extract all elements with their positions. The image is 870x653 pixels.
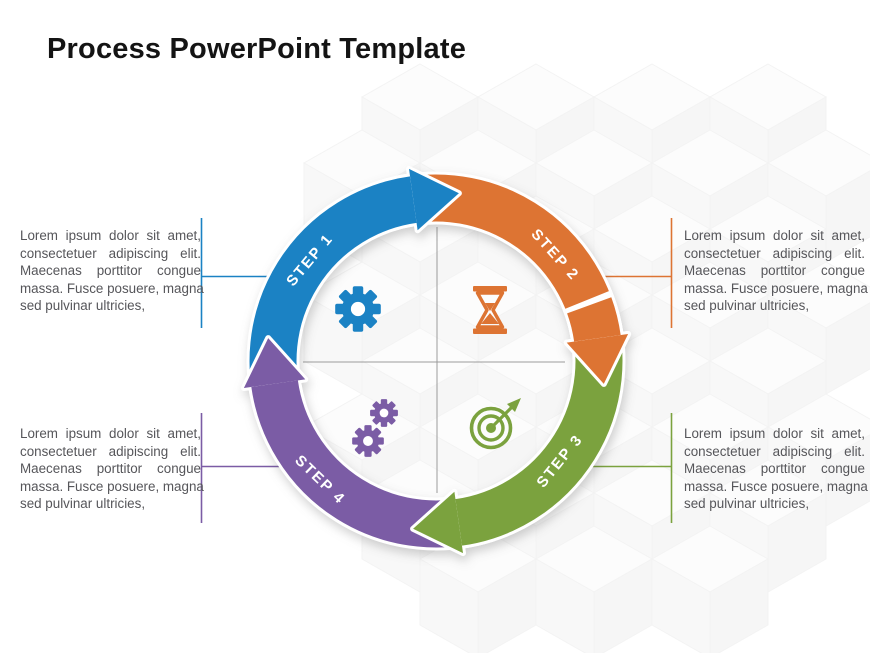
- text-line: consectetuer adipiscing elit.: [684, 245, 865, 261]
- text-line: Lorem ipsum dolor sit amet,: [684, 228, 865, 243]
- gear-icon: [335, 286, 381, 332]
- text-line: consectetuer adipiscing elit.: [684, 443, 865, 459]
- text-line: sed pulvinar ultricies,: [684, 496, 810, 512]
- text-line: Maecenas porttitor congue: [684, 461, 865, 477]
- text-line: sed pulvinar ultricies,: [684, 298, 810, 314]
- text-line: sed pulvinar ultricies,: [20, 496, 146, 512]
- text-block-bottom-left: Lorem ipsum dolor sit amet, consectetuer…: [20, 425, 204, 513]
- text-line: massa. Fusce posuere, magna: [20, 280, 204, 296]
- text-line: sed pulvinar ultricies,: [20, 298, 146, 314]
- connector-lines: [200, 218, 673, 523]
- step-3-arrowhead: [413, 491, 463, 554]
- text-line: Lorem ipsum dolor sit amet,: [20, 228, 201, 243]
- text-line: Maecenas porttitor congue: [20, 461, 201, 477]
- text-line: Lorem ipsum dolor sit amet,: [20, 426, 201, 441]
- text-line: massa. Fusce posuere, magna: [684, 478, 868, 494]
- text-line: Maecenas porttitor congue: [20, 263, 201, 279]
- text-line: Maecenas porttitor congue: [684, 263, 865, 279]
- target-icon: [469, 398, 521, 450]
- text-line: consectetuer adipiscing elit.: [20, 245, 201, 261]
- quadrant-icons: [335, 286, 521, 457]
- text-line: Lorem ipsum dolor sit amet,: [684, 426, 865, 441]
- hourglass-icon: [473, 286, 507, 334]
- page-title: Process PowerPoint Template: [47, 33, 467, 65]
- text-line: consectetuer adipiscing elit.: [20, 443, 201, 459]
- text-block-top-right: Lorem ipsum dolor sit amet, consectetuer…: [684, 227, 868, 315]
- text-block-bottom-right: Lorem ipsum dolor sit amet, consectetuer…: [684, 425, 868, 513]
- cycle-arrows: [240, 165, 632, 557]
- text-block-top-left: Lorem ipsum dolor sit amet, consectetuer…: [20, 227, 204, 315]
- step-4-arrowhead: [243, 338, 306, 388]
- text-line: massa. Fusce posuere, magna: [684, 280, 868, 296]
- step-1-arrowhead: [409, 168, 459, 231]
- quadrant-crosshair: [303, 227, 565, 493]
- step-2-arrowhead-overlay: [562, 289, 632, 387]
- text-line: massa. Fusce posuere, magna: [20, 478, 204, 494]
